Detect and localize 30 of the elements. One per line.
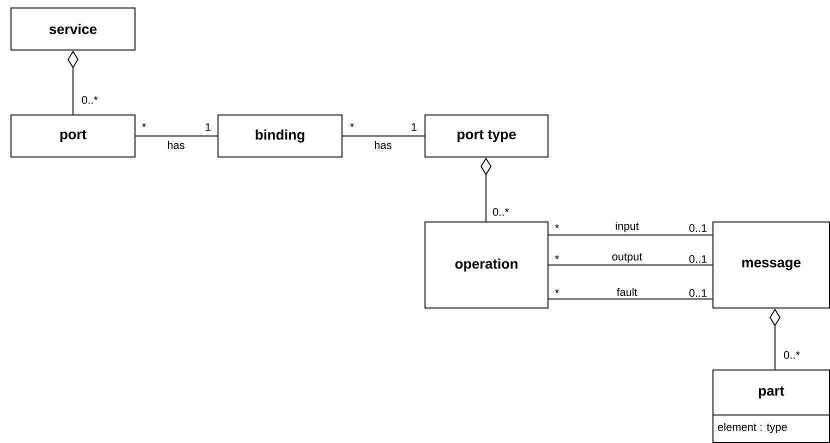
class-box: port: [10, 114, 136, 158]
multiplicity-label: *: [555, 289, 559, 294]
multiplicity-label: 0..1: [689, 224, 707, 232]
class-box: service: [10, 8, 136, 50]
class-box: binding: [218, 114, 342, 158]
association-line: [548, 234, 713, 236]
aggregation-line: [480, 158, 492, 222]
multiplicity-label: 1: [412, 123, 417, 131]
multiplicity-label: *: [142, 123, 146, 128]
association-line: [548, 264, 713, 266]
edge-label: input: [614, 220, 640, 234]
multiplicity-label: *: [555, 255, 559, 260]
class-box: part element : type: [712, 369, 830, 443]
edge-label: fault: [616, 286, 638, 298]
edge-label: has: [166, 140, 186, 150]
multiplicity-label: 0..1: [689, 289, 707, 297]
class-box: message: [712, 222, 830, 308]
multiplicity-label: 0..*: [784, 351, 800, 359]
edge-label: output: [610, 252, 644, 264]
edge-label: has: [373, 140, 393, 150]
association-line: [548, 298, 713, 300]
aggregation-line: [770, 308, 780, 370]
multiplicity-label: 0..*: [492, 208, 509, 216]
multiplicity-label: 1: [206, 123, 211, 131]
multiplicity-label: 0..*: [82, 96, 98, 104]
class-box: operation: [424, 222, 548, 308]
multiplicity-label: *: [350, 123, 354, 128]
class-box: port type: [424, 114, 548, 158]
multiplicity-label: 0..1: [689, 255, 707, 263]
multiplicity-label: *: [555, 224, 559, 228]
